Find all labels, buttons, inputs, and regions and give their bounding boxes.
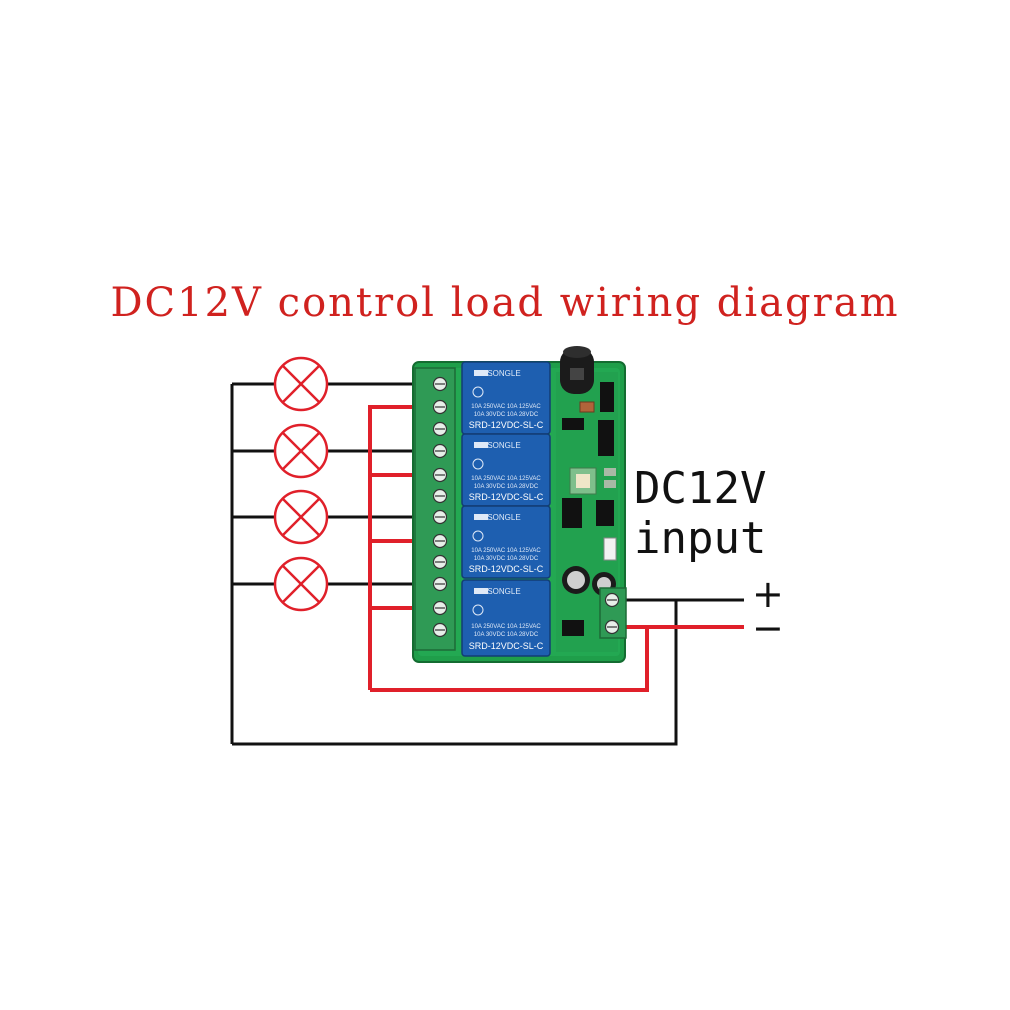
relay-brand: SONGLE	[487, 369, 520, 378]
power-input-text: input	[634, 513, 767, 564]
relay-brand: SONGLE	[487, 513, 520, 522]
svg-text:10A 30VDC 10A 28VDC: 10A 30VDC 10A 28VDC	[474, 484, 539, 490]
output-terminal-block	[414, 367, 456, 651]
relay-model: SRD-12VDC-SL-C	[469, 641, 544, 651]
relay-model: SRD-12VDC-SL-C	[469, 420, 544, 430]
relay-logo-icons	[472, 370, 488, 616]
relay-brand: SONGLE	[487, 587, 520, 596]
lamp-icon	[273, 556, 329, 612]
power-voltage-text: DC12V	[634, 463, 767, 514]
relay-4: SONGLE 10A 250VAC 10A 125VAC 10A 30VDC 1…	[461, 579, 551, 657]
antenna-coil-icon	[560, 346, 594, 394]
svg-text:10A 250VAC 10A 125VAC: 10A 250VAC 10A 125VAC	[471, 404, 541, 410]
relay-board: SONGLE 10A 250VAC 10A 125VAC 10A 30VDC 1…	[412, 346, 627, 663]
power-input-label: DC12V input	[634, 464, 766, 564]
svg-text:10A 250VAC 10A 125VAC: 10A 250VAC 10A 125VAC	[471, 548, 541, 554]
relay-3: SONGLE 10A 250VAC 10A 125VAC 10A 30VDC 1…	[461, 505, 551, 579]
svg-text:10A 30VDC 10A 28VDC: 10A 30VDC 10A 28VDC	[474, 412, 539, 418]
relay-1: SONGLE 10A 250VAC 10A 125VAC 10A 30VDC 1…	[461, 361, 551, 435]
receiver-components	[556, 346, 618, 652]
diagram-title: DC12V control load wiring diagram	[110, 280, 900, 326]
svg-text:10A 30VDC 10A 28VDC: 10A 30VDC 10A 28VDC	[474, 556, 539, 562]
relay-model: SRD-12VDC-SL-C	[469, 492, 544, 502]
relay-2: SONGLE 10A 250VAC 10A 125VAC 10A 30VDC 1…	[461, 433, 551, 507]
positive-terminal-label: +	[752, 572, 784, 616]
relay-model: SRD-12VDC-SL-C	[469, 564, 544, 574]
svg-text:10A 30VDC 10A 28VDC: 10A 30VDC 10A 28VDC	[474, 632, 539, 638]
svg-text:10A 250VAC 10A 125VAC: 10A 250VAC 10A 125VAC	[471, 476, 541, 482]
capacitor-icon	[562, 566, 616, 596]
negative-terminal-label: −	[752, 606, 784, 650]
lamp-group	[273, 356, 329, 612]
power-input-terminal	[599, 587, 627, 639]
lamp-icon	[273, 489, 329, 545]
svg-text:10A 250VAC 10A 125VAC: 10A 250VAC 10A 125VAC	[471, 624, 541, 630]
lamp-icon	[273, 356, 329, 412]
relay-brand: SONGLE	[487, 441, 520, 450]
lamp-icon	[273, 423, 329, 479]
